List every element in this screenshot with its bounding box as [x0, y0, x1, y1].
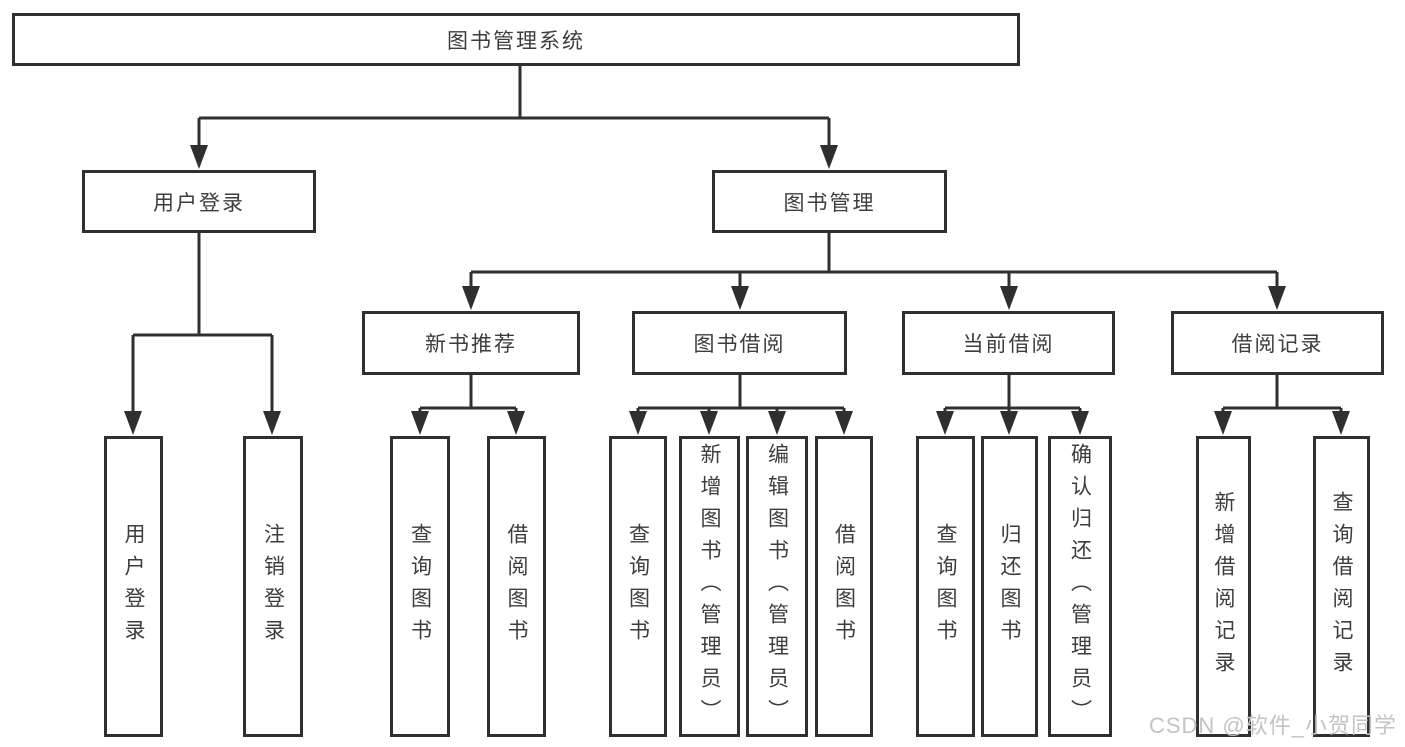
leaf-add-borrow-record: 新增借阅记录	[1196, 436, 1251, 737]
node-label: 查询图书	[408, 522, 432, 651]
leaf-logout-login: 注销登录	[243, 436, 303, 737]
leaf-confirm-return-admin: 确认归还（管理员）	[1048, 436, 1112, 737]
node-label: 用户登录	[153, 191, 245, 215]
leaf-query-books-current: 查询图书	[916, 436, 975, 737]
leaf-borrow-books-borrowing: 借阅图书	[815, 436, 873, 737]
node-borrowing-records: 借阅记录	[1171, 311, 1384, 375]
connector-root	[197, 66, 831, 147]
node-label: 新增借阅记录	[1212, 490, 1236, 683]
node-label: 注销登录	[261, 522, 285, 651]
node-label: 借阅图书	[832, 522, 856, 651]
node-new-book-recommendation: 新书推荐	[362, 311, 580, 375]
node-label: 图书管理	[783, 191, 876, 215]
node-label: 查询图书	[934, 522, 958, 651]
node-label: 查询借阅记录	[1330, 490, 1354, 683]
node-label: 确认归还（管理员）	[1068, 442, 1092, 731]
leaf-borrow-books-recommend: 借阅图书	[487, 436, 546, 737]
node-label: 图书管理系统	[447, 29, 585, 53]
leaf-query-books-recommend: 查询图书	[390, 436, 450, 737]
node-book-borrowing: 图书借阅	[632, 311, 847, 375]
watermark: CSDN @软件_小贺同学	[1148, 713, 1397, 738]
leaf-edit-books-admin: 编辑图书（管理员）	[746, 436, 808, 737]
leaf-query-books-borrowing: 查询图书	[609, 436, 667, 737]
leaf-query-borrow-record: 查询借阅记录	[1313, 436, 1370, 737]
node-label: 用户登录	[122, 522, 146, 651]
node-label: 新增图书（管理员）	[698, 442, 722, 731]
node-label: 当前借阅	[962, 333, 1055, 356]
leaf-add-books-admin: 新增图书（管理员）	[679, 436, 740, 737]
leaf-return-books: 归还图书	[981, 436, 1038, 737]
connector-level3	[418, 375, 1343, 414]
arrowhead-icons	[124, 145, 1350, 435]
node-book-management: 图书管理	[712, 170, 947, 233]
node-label: 借阅图书	[505, 522, 529, 651]
node-current-borrowing: 当前借阅	[902, 311, 1115, 375]
node-label: 查询图书	[626, 522, 650, 651]
connector-level2	[131, 233, 1279, 414]
node-label: 图书借阅	[693, 333, 786, 356]
node-label: 新书推荐	[425, 333, 517, 356]
node-library-system: 图书管理系统	[12, 13, 1020, 66]
node-label: 编辑图书（管理员）	[765, 442, 789, 731]
node-user-login: 用户登录	[82, 170, 316, 233]
leaf-user-login: 用户登录	[104, 436, 163, 737]
node-label: 借阅记录	[1231, 333, 1324, 356]
node-label: 归还图书	[998, 522, 1022, 651]
